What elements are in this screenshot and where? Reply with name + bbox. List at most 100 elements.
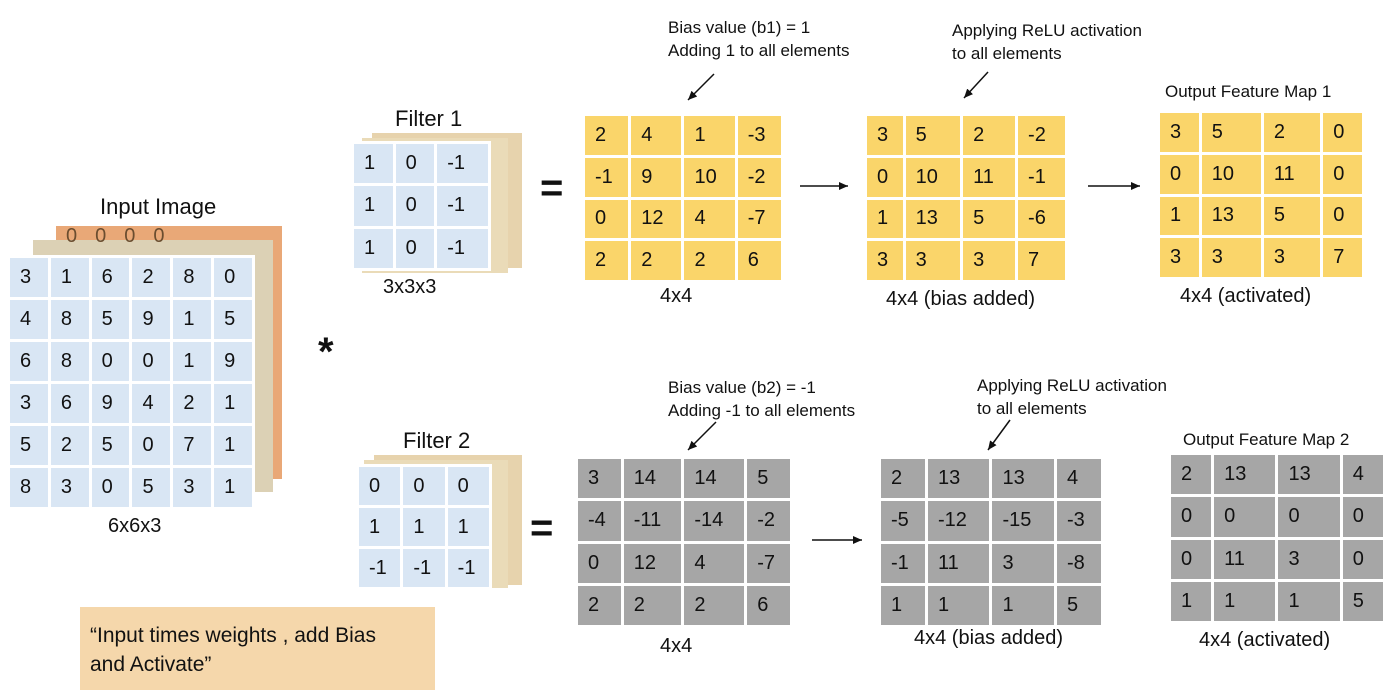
equals-operator-1: = — [540, 166, 564, 210]
cell: 5 — [1342, 581, 1383, 621]
cell: -2 — [747, 501, 790, 541]
cell: 2 — [684, 241, 735, 280]
cell: 1 — [173, 300, 212, 339]
cell: 14 — [623, 459, 682, 499]
caption-line1: “Input times weights , add Bias — [90, 624, 376, 647]
cell: 3 — [963, 241, 1016, 280]
cell: -2 — [1018, 116, 1065, 155]
row2-bias-note-line1: Bias value (b2) = -1 — [668, 378, 816, 397]
cell: 1 — [359, 508, 401, 546]
cell: -3 — [737, 116, 781, 155]
cell: 13 — [992, 459, 1055, 499]
cell: 2 — [684, 585, 745, 625]
cell: 12 — [631, 199, 682, 239]
cell: 9 — [91, 384, 130, 423]
cell: -1 — [403, 549, 445, 587]
row1-relu-note: Applying ReLU activation to all elements — [952, 19, 1142, 65]
cell: 2 — [132, 258, 171, 297]
cell: 1 — [684, 116, 735, 155]
cell: 3 — [905, 241, 961, 280]
row1-relu-note-line2: to all elements — [952, 44, 1062, 63]
cell: 5 — [214, 300, 252, 339]
cell: -1 — [359, 549, 401, 587]
cell: 1 — [1160, 196, 1199, 236]
cell: 0 — [585, 199, 629, 239]
cell: 3 — [173, 468, 212, 507]
cell: 2 — [50, 426, 89, 465]
cell: 9 — [214, 342, 252, 381]
cell: 3 — [50, 468, 89, 507]
cell: 3 — [10, 384, 48, 423]
cell: 3 — [1201, 238, 1261, 277]
cell: 5 — [1201, 113, 1261, 152]
cell: 4 — [10, 300, 48, 339]
cell: 2 — [585, 241, 629, 280]
cell: 0 — [1342, 497, 1383, 537]
cell: 1 — [50, 258, 89, 297]
cell: 8 — [173, 258, 212, 297]
cell: 0 — [132, 426, 171, 465]
cell: 5 — [91, 426, 130, 465]
cell: -1 — [585, 157, 629, 197]
cell: 3 — [867, 116, 903, 155]
cell: 4 — [631, 116, 682, 155]
cell: 1 — [1214, 581, 1276, 621]
row2-bias-pointer — [687, 421, 717, 451]
cell: 0 — [447, 467, 489, 505]
cell: 0 — [1171, 497, 1212, 537]
cell: 0 — [91, 468, 130, 507]
row1-relu-note-line1: Applying ReLU activation — [952, 21, 1142, 40]
cell: 1 — [867, 199, 903, 239]
cell: 11 — [927, 543, 990, 583]
cell: 6 — [50, 384, 89, 423]
cell: -8 — [1057, 543, 1101, 583]
cell: 0 — [132, 342, 171, 381]
cell: 4 — [1342, 455, 1383, 495]
cell: 2 — [623, 585, 682, 625]
equals-operator-2: = — [530, 506, 554, 550]
cell: 2 — [631, 241, 682, 280]
filter1-title: Filter 1 — [395, 106, 463, 131]
cell: 11 — [963, 157, 1016, 197]
cell: 0 — [1323, 113, 1362, 152]
cell: 0 — [395, 186, 435, 226]
row1-biased-size-label: 4x4 (bias added) — [886, 288, 1035, 310]
cell: 0 — [214, 258, 252, 297]
cell: 2 — [963, 116, 1016, 155]
cell: -14 — [684, 501, 745, 541]
cell: 3 — [578, 459, 621, 499]
cell: 1 — [214, 384, 252, 423]
table-row: -4-11-14-2 — [578, 501, 790, 541]
cell: -12 — [927, 501, 990, 541]
row2-activated-size-label: 4x4 (activated) — [1199, 629, 1331, 651]
cell: -7 — [747, 543, 790, 583]
cell: 10 — [1201, 154, 1261, 194]
cell: -1 — [437, 144, 488, 184]
cell: 3 — [1160, 113, 1199, 152]
row2-relu-note-line1: Applying ReLU activation — [977, 376, 1167, 395]
cell: 13 — [1214, 455, 1276, 495]
cell: 2 — [585, 116, 629, 155]
cell: -6 — [1018, 199, 1065, 239]
cell: 0 — [1214, 497, 1276, 537]
cell: 0 — [395, 144, 435, 184]
cell: 8 — [10, 468, 48, 507]
cell: 3 — [867, 241, 903, 280]
cell: 5 — [905, 116, 961, 155]
cell: 1 — [1171, 581, 1212, 621]
cell: 5 — [132, 468, 171, 507]
cell: 5 — [10, 426, 48, 465]
